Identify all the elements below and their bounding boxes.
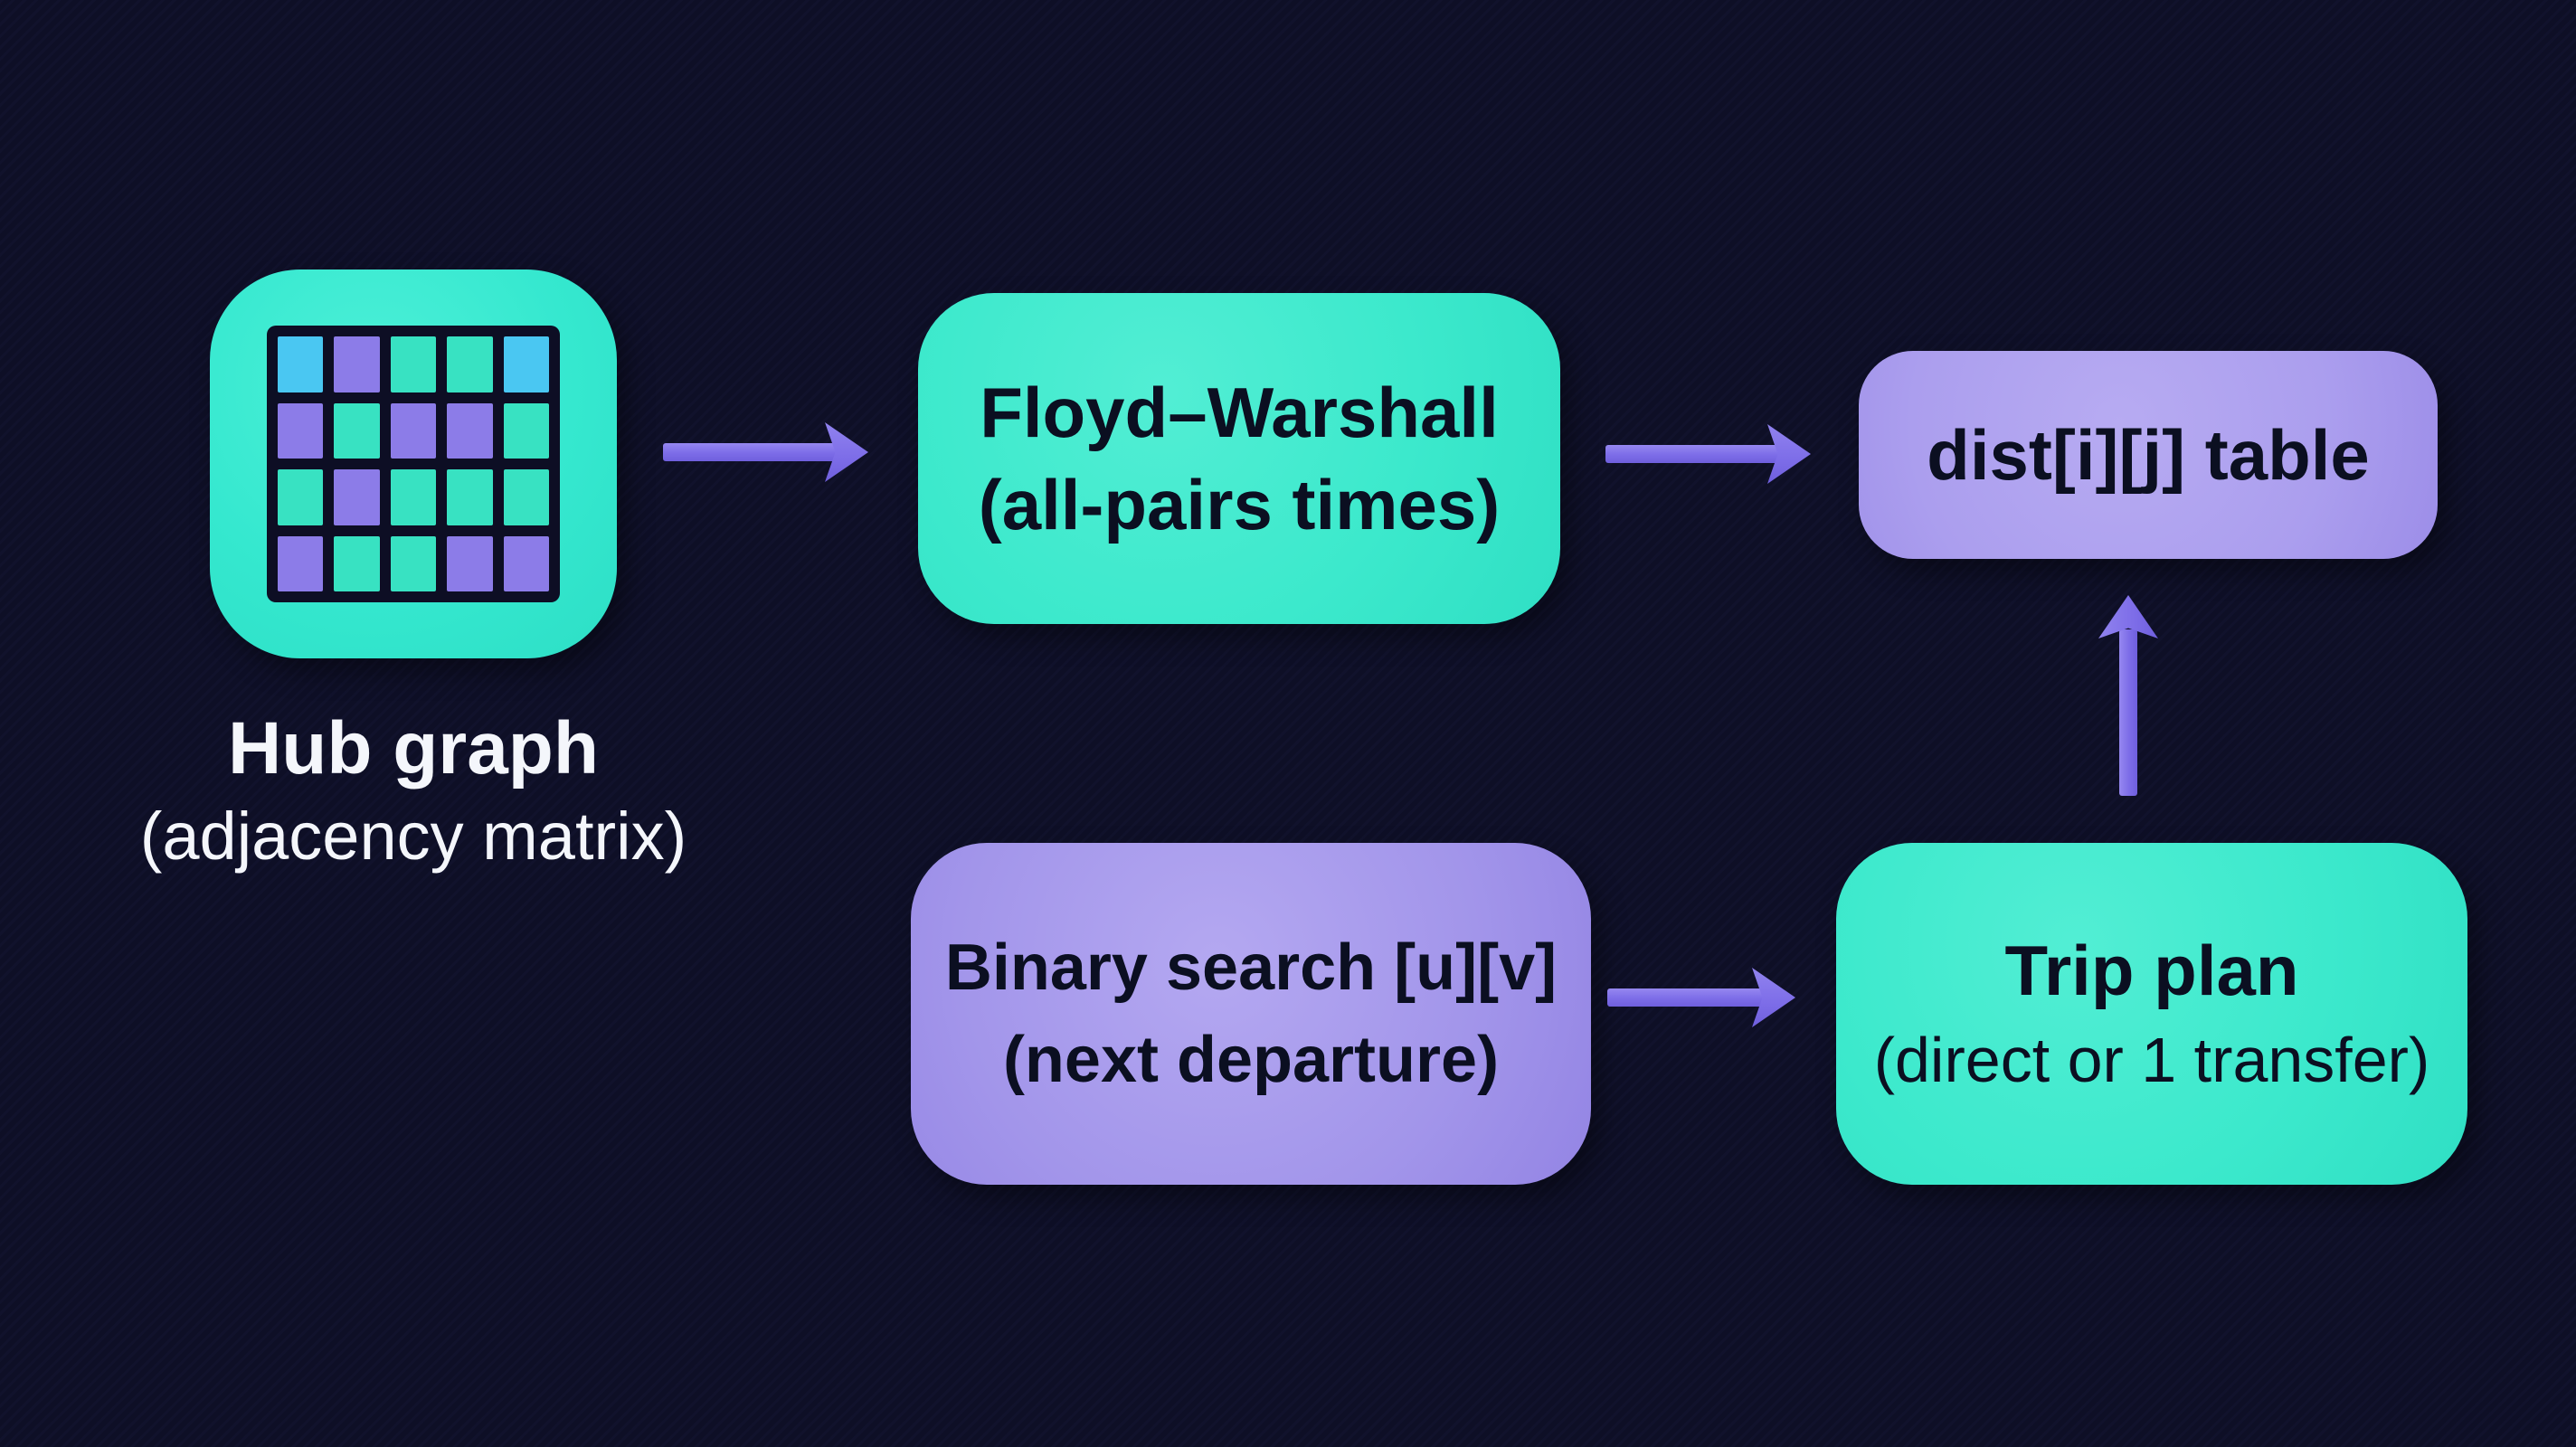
node-dist-table: dist[i][j] table	[1859, 351, 2438, 559]
arrow-shaft	[663, 443, 836, 461]
matrix-cell	[278, 336, 324, 392]
arrow-hub-to-floyd	[663, 420, 868, 485]
node-trip-plan: Trip plan (direct or 1 transfer)	[1836, 843, 2467, 1185]
node-title: Floyd–Warshall	[980, 373, 1499, 452]
node-subtitle: (next departure)	[1002, 1024, 1500, 1096]
matrix-cell	[390, 336, 437, 392]
matrix-cell	[503, 469, 549, 525]
hub-graph-node	[210, 270, 617, 658]
matrix-cell	[278, 535, 324, 591]
matrix-cell	[447, 535, 493, 591]
node-title: Trip plan	[2004, 931, 2299, 1010]
arrow-floyd-to-dist	[1605, 421, 1811, 487]
matrix-cell	[447, 402, 493, 459]
node-title: Binary search [u][v]	[944, 932, 1558, 1004]
arrow-shaft	[1605, 445, 1778, 463]
hub-graph-title: Hub graph	[228, 707, 599, 790]
arrow-trip-to-dist	[2098, 595, 2159, 796]
arrow-binary-to-trip	[1607, 965, 1795, 1030]
node-floyd-warshall: Floyd–Warshall (all-pairs times)	[918, 293, 1560, 624]
matrix-cell	[334, 402, 380, 459]
matrix-cell	[503, 535, 549, 591]
arrow-shaft	[2119, 629, 2137, 796]
matrix-cell	[334, 469, 380, 525]
matrix-cell	[278, 469, 324, 525]
hub-graph-label: Hub graph (adjacency matrix)	[97, 704, 730, 879]
node-subtitle: (all-pairs times)	[978, 465, 1501, 544]
matrix-cell	[447, 336, 493, 392]
matrix-cell	[447, 469, 493, 525]
node-binary-search: Binary search [u][v] (next departure)	[911, 843, 1591, 1185]
hub-graph-subtitle: (adjacency matrix)	[139, 799, 687, 874]
adjacency-matrix-icon	[267, 326, 560, 602]
matrix-cell	[278, 402, 324, 459]
matrix-cell	[390, 469, 437, 525]
arrow-shaft	[1607, 988, 1763, 1007]
matrix-cell	[334, 535, 380, 591]
matrix-cell	[390, 402, 437, 459]
matrix-cell	[334, 336, 380, 392]
node-subtitle: (direct or 1 transfer)	[1873, 1025, 2430, 1095]
matrix-cell	[503, 402, 549, 459]
node-title: dist[i][j] table	[1927, 415, 2370, 495]
matrix-cell	[503, 336, 549, 392]
matrix-cell	[390, 535, 437, 591]
